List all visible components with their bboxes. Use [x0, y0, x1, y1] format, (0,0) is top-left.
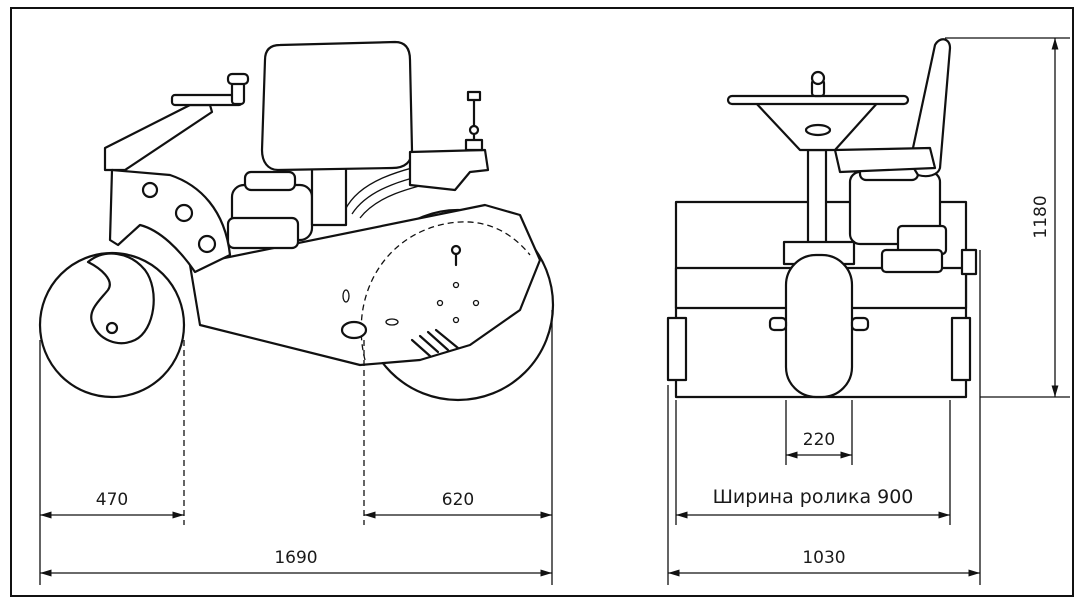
control-lever [464, 90, 484, 152]
dimension-lines [39, 37, 1070, 585]
dim-overall-height: 1180 [1031, 195, 1051, 238]
drawing-border [10, 7, 1074, 597]
side-view [38, 40, 555, 402]
dim-overall-width: 1030 [802, 548, 845, 568]
seat-side [260, 40, 414, 172]
dim-overall-length: 1690 [274, 548, 317, 568]
roller-hidden-outline [360, 221, 531, 361]
engine-side [226, 170, 314, 250]
dim-front-wheel-offset: 470 [96, 490, 128, 510]
front-wheel-front-view [784, 253, 854, 399]
dim-rear-roller-offset: 620 [442, 490, 474, 510]
dim-front-wheel-width: 220 [803, 430, 835, 450]
main-frame [188, 203, 542, 367]
front-view [666, 38, 978, 399]
dim-roller-width: Ширина ролика 900 [713, 486, 914, 508]
